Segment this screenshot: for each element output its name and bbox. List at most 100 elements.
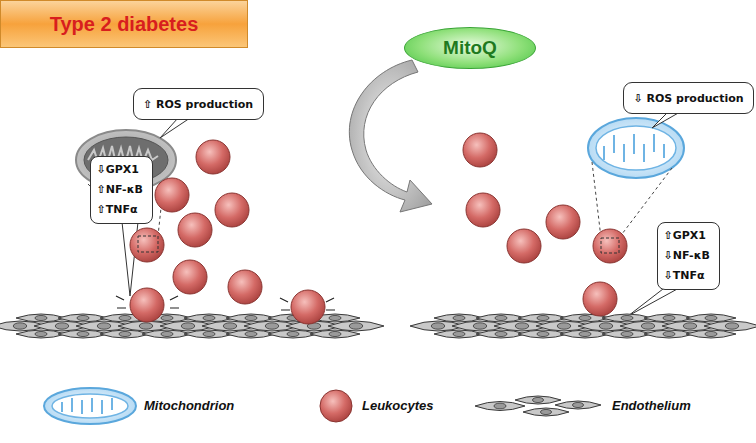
cell-nucleus <box>329 315 341 320</box>
cell-nucleus <box>495 331 507 336</box>
treatment-ellipse: MitoQ <box>404 27 536 69</box>
cell-nucleus <box>557 323 570 329</box>
cell-nucleus <box>77 315 89 320</box>
cell-nucleus <box>453 315 465 320</box>
leukocyte <box>196 140 230 174</box>
endothelial-cell <box>686 314 736 322</box>
legend-mitochondrion-sample <box>44 388 136 424</box>
cell-nucleus <box>621 315 633 320</box>
cell-nucleus <box>161 331 173 336</box>
cell-nucleus <box>329 331 341 336</box>
cell-nucleus <box>537 315 549 320</box>
cell-nucleus <box>265 323 278 329</box>
cell-nucleus <box>579 315 591 320</box>
cell-nucleus <box>473 323 486 329</box>
endothelial-cell <box>686 330 736 338</box>
cell-nucleus <box>683 323 696 329</box>
cell-nucleus <box>599 323 612 329</box>
marker-callout: ⇩GPX1⇧NF-κB⇧TNFα <box>90 156 153 224</box>
cell-nucleus <box>431 323 444 329</box>
cell-nucleus <box>494 403 506 409</box>
cell-nucleus <box>515 323 528 329</box>
node-text: ⇧GPX1 <box>664 226 706 246</box>
cell-nucleus <box>161 315 173 320</box>
endothelial-cell <box>475 402 525 411</box>
cell-nucleus <box>35 331 47 336</box>
cell-nucleus <box>55 323 68 329</box>
cell-nucleus <box>245 315 257 320</box>
endothelial-cell <box>328 321 384 331</box>
leukocyte <box>178 213 212 247</box>
legend-leukocyte-sample <box>320 390 352 422</box>
leukocyte <box>155 178 189 212</box>
leukocyte <box>463 133 497 167</box>
legend-label: Endothelium <box>612 398 691 413</box>
legend-endothelium-sample <box>475 396 601 416</box>
cell-nucleus <box>705 331 717 336</box>
title-box: Type 2 diabetes <box>0 0 248 48</box>
cell-nucleus <box>495 315 507 320</box>
leukocyte <box>466 193 500 227</box>
marker-callout: ⇧GPX1⇩NF-κB⇩TNFα <box>657 222 720 290</box>
cell-nucleus <box>579 331 591 336</box>
cell-nucleus <box>119 315 131 320</box>
cell-nucleus <box>181 323 194 329</box>
callout-tail <box>652 112 680 128</box>
endothelium <box>0 314 756 338</box>
cell-nucleus <box>35 315 47 320</box>
cell-nucleus <box>349 323 362 329</box>
cell-nucleus <box>537 331 549 336</box>
leukocyte <box>291 290 325 324</box>
endothelial-cell <box>555 401 601 409</box>
cell-nucleus <box>641 323 654 329</box>
cell-nucleus <box>139 323 152 329</box>
cell-nucleus <box>203 315 215 320</box>
cell-nucleus <box>245 331 257 336</box>
cell-nucleus <box>453 331 465 336</box>
node-text: MitoQ <box>443 37 497 59</box>
adhesion-marks <box>116 296 335 310</box>
focus-box <box>601 238 619 253</box>
mitochondrion-healthy <box>588 118 684 238</box>
leukocyte <box>507 229 541 263</box>
leukocyte <box>228 270 262 304</box>
node-text: ⇧ ROS production <box>143 98 253 111</box>
node-text: Type 2 diabetes <box>50 13 199 36</box>
leukocyte <box>130 228 164 262</box>
callout-tail <box>160 118 190 138</box>
node-text: ⇧TNFα <box>97 200 138 220</box>
leukocytes <box>130 133 627 324</box>
callout-bubble: ⇧ ROS production <box>133 88 264 120</box>
endothelial-cell <box>515 396 561 404</box>
treatment-arrow <box>349 60 432 212</box>
node-text: ⇧NF-κB <box>97 180 143 200</box>
legend-label: Leukocytes <box>362 398 434 413</box>
cell-nucleus <box>663 315 675 320</box>
node-text: ⇩NF-κB <box>664 246 710 266</box>
node-text: ⇩ ROS production <box>633 92 743 105</box>
leukocyte <box>173 260 207 294</box>
cell-nucleus <box>663 331 675 336</box>
endothelial-cell <box>704 321 756 331</box>
cell-nucleus <box>532 397 543 402</box>
endothelial-cell <box>310 330 360 338</box>
cell-nucleus <box>223 323 236 329</box>
cell-nucleus <box>97 323 110 329</box>
cell-nucleus <box>540 409 551 414</box>
node-text: ⇩GPX1 <box>97 160 139 180</box>
leukocyte <box>130 288 164 322</box>
node-text: ⇩TNFα <box>664 266 705 286</box>
cell-nucleus <box>77 331 89 336</box>
cell-nucleus <box>725 323 738 329</box>
cell-nucleus <box>287 331 299 336</box>
cell-nucleus <box>119 331 131 336</box>
cell-nucleus <box>705 315 717 320</box>
cell-nucleus <box>572 402 583 407</box>
legend-label: Mitochondrion <box>144 398 234 413</box>
leukocyte <box>593 229 627 263</box>
cell-nucleus <box>621 331 633 336</box>
leukocyte <box>215 193 249 227</box>
leukocyte <box>583 282 617 316</box>
cell-nucleus <box>203 331 215 336</box>
focus-box <box>138 236 158 252</box>
